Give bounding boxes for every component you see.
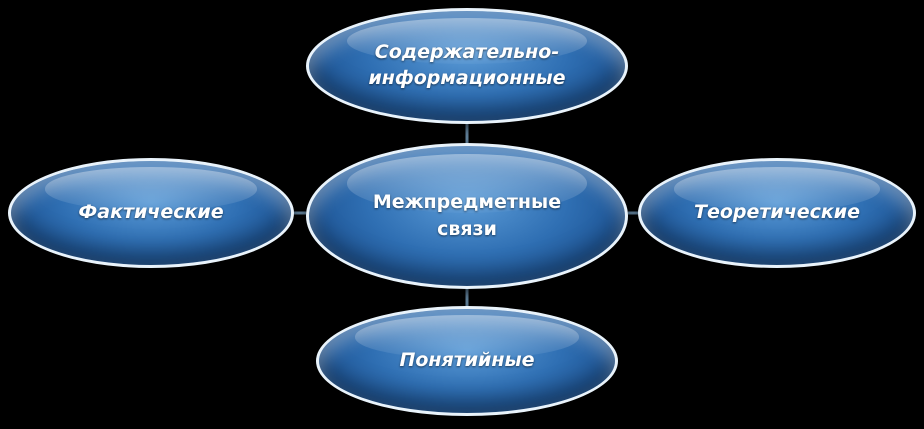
node-conceptual-label: Понятийные [399,349,535,372]
node-interdisciplinary-links: Межпредметные связи [306,143,628,289]
node-content-informational: Содержательно- информационные [306,8,628,124]
node-theoretical: Теоретические [638,158,916,268]
node-factual: Фактические [8,158,294,268]
node-center-line-1: Межпредметные [372,191,562,214]
node-top-line-2: информационные [368,67,566,89]
node-factual-label: Фактические [78,201,224,224]
node-center-line-2: связи [437,218,497,240]
node-theoretical-label: Теоретические [694,201,860,224]
node-content-informational-label: Содержательно- информационные [368,40,565,91]
node-conceptual: Понятийные [316,306,618,416]
node-top-line-1: Содержательно- [374,41,560,64]
node-center-label: Межпредметные связи [373,189,561,242]
